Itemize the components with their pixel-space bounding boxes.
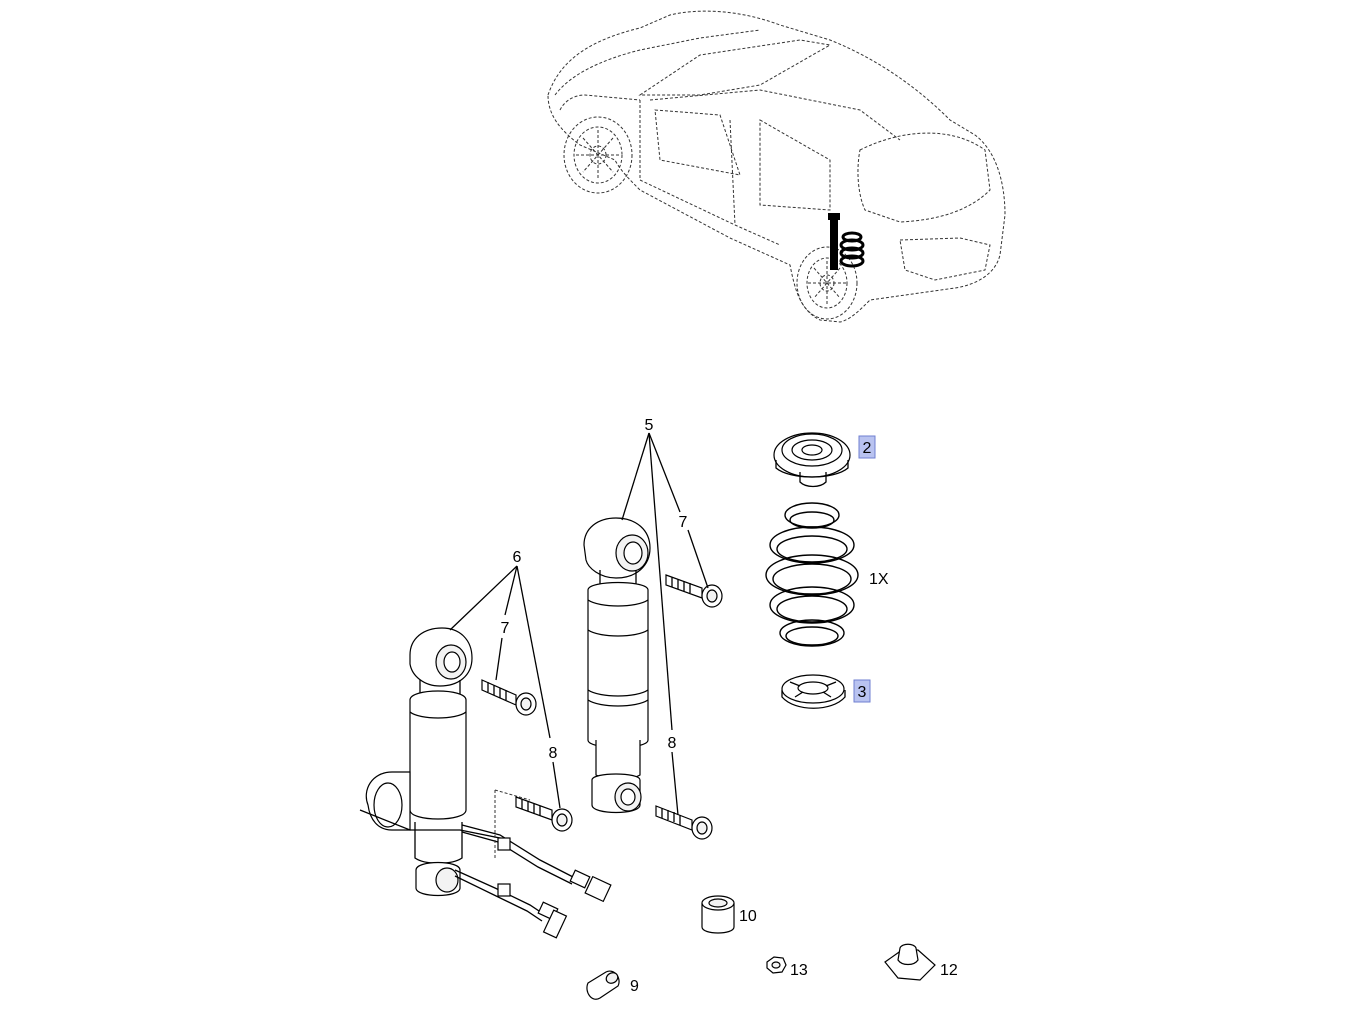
callout-3[interactable]: 3 — [853, 679, 871, 703]
lower-spring-seat — [781, 674, 846, 709]
bolt-lower-left — [515, 796, 573, 832]
callout-12[interactable]: 12 — [940, 962, 958, 979]
svg-text:2: 2 — [863, 440, 872, 457]
bump-stop-12 — [884, 943, 936, 981]
callout-2[interactable]: 2 — [858, 435, 876, 459]
shock-absorber-standard — [583, 517, 651, 814]
coil-spring — [765, 502, 859, 647]
callout-9[interactable]: 9 — [630, 978, 639, 995]
callout-7-left[interactable]: 7 — [501, 620, 510, 637]
bushing-10 — [701, 895, 735, 934]
callout-8-left[interactable]: 8 — [549, 745, 558, 762]
callout-6[interactable]: 6 — [513, 549, 522, 566]
callout-10[interactable]: 10 — [739, 908, 757, 925]
callout-1x[interactable]: 1X — [869, 571, 889, 588]
upper-spring-seat — [773, 432, 851, 488]
bushing-9 — [586, 970, 620, 1000]
bolt-upper-left — [481, 679, 537, 716]
bolt-upper-right — [665, 574, 723, 608]
car-overview — [547, 10, 1006, 323]
leader-lines — [449, 432, 709, 816]
svg-text:3: 3 — [858, 684, 867, 701]
callout-13[interactable]: 13 — [790, 962, 808, 979]
callout-8-right[interactable]: 8 — [668, 735, 677, 752]
nut-13 — [766, 956, 787, 974]
callout-5[interactable]: 5 — [645, 417, 654, 434]
callout-7-right[interactable]: 7 — [679, 514, 688, 531]
shock-absorber-electronic — [359, 627, 612, 939]
bolt-lower-right — [655, 805, 713, 840]
